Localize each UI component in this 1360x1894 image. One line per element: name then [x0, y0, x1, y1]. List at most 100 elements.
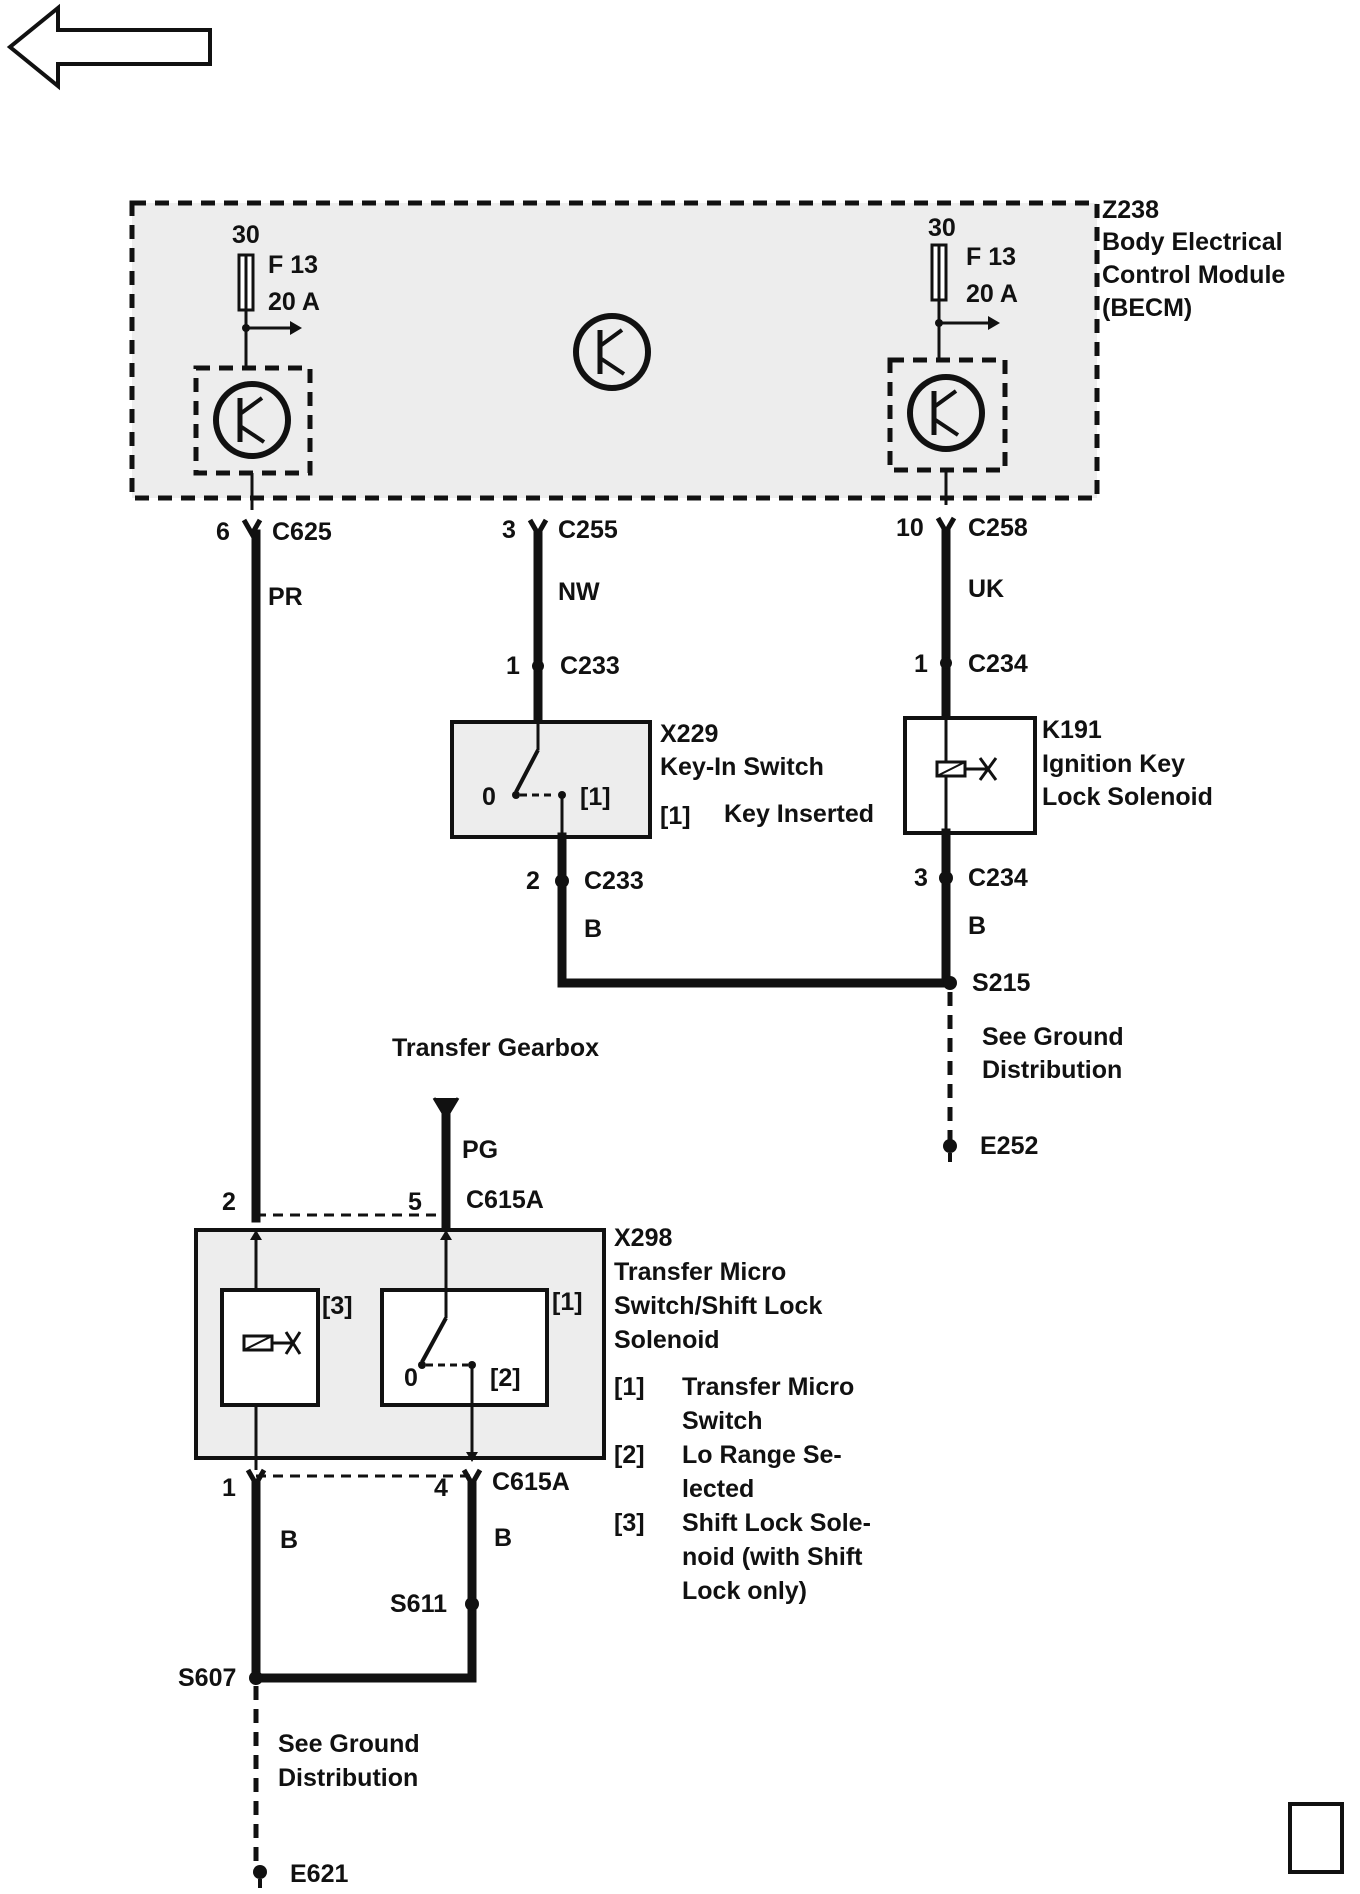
fuse-right-name: F 13: [966, 243, 1016, 271]
becm-name-line-3: (BECM): [1102, 294, 1192, 322]
legend-ref-2: [2]: [614, 1441, 645, 1469]
wire-b-pin4-label: B: [494, 1524, 512, 1552]
ground-note-left-line-1: See Ground: [278, 1730, 420, 1758]
fuse-left-terminal: 30: [232, 221, 260, 249]
ground-e621: See Ground Distribution E621: [253, 1686, 420, 1888]
transfer-id: X298: [614, 1224, 672, 1252]
transistor-icon-left: [213, 381, 291, 459]
ground-note-right-line-1: See Ground: [982, 1023, 1124, 1051]
c615a-bot-left-pin: 1: [222, 1474, 236, 1502]
legend-ref-3: [3]: [614, 1509, 645, 1537]
fuse-left-name: F 13: [268, 251, 318, 279]
transistor-icon-center: [573, 313, 651, 391]
c234-bot-pin: 3: [914, 864, 928, 892]
left-arrow-icon[interactable]: [6, 3, 212, 91]
c234-top-name: C234: [968, 650, 1028, 678]
shift-lock-solenoid-icon: [242, 1331, 302, 1355]
transfer-ref3: [3]: [322, 1292, 353, 1320]
transfer-ref1: [1]: [552, 1288, 583, 1316]
ground-note-left-line-2: Distribution: [278, 1764, 418, 1792]
legend-text-1-line-1: Transfer Micro: [682, 1373, 854, 1401]
fuse-left: 30 F 13 20 A: [232, 221, 320, 368]
solenoid-name-line-1: Ignition Key: [1042, 750, 1185, 778]
page-box-icon[interactable]: [1288, 1802, 1344, 1874]
key-in-id: X229: [660, 720, 718, 748]
fuse-right-rating: 20 A: [966, 280, 1018, 308]
c625-pin: 6: [216, 518, 230, 546]
c233-top-name: C233: [560, 652, 620, 680]
c255-name: C255: [558, 516, 618, 544]
c234-bot-name: C234: [968, 864, 1028, 892]
wire-b-s607: B B S611 S607: [178, 1479, 512, 1692]
c615a-bot-name: C615A: [492, 1468, 570, 1496]
transfer-legend: [1] Transfer Micro Switch [2] Lo Range S…: [614, 1373, 871, 1605]
c258-pin: 10: [896, 514, 924, 542]
fuse-right: 30 F 13 20 A: [928, 214, 1018, 360]
transfer-pos0: 0: [404, 1364, 418, 1392]
connector-c258: 10 C258: [896, 514, 1028, 542]
legend-text-3-line-3: Lock only): [682, 1577, 807, 1605]
ground-icon-e621: [253, 1865, 267, 1888]
becm-module: Z238 Body Electrical Control Module (BEC…: [129, 196, 1285, 510]
wire-pg: PG: [432, 1097, 498, 1230]
transfer-pos2: [2]: [490, 1364, 521, 1392]
wire-b-pin1-label: B: [280, 1526, 298, 1554]
solenoid-icon: [935, 757, 998, 781]
ground-e252: See Ground Distribution E252: [943, 992, 1124, 1162]
c615a-top-left-pin: 2: [222, 1188, 236, 1216]
c233-bot-pin: 2: [526, 867, 540, 895]
transfer-heading: Transfer Gearbox: [392, 1034, 599, 1062]
wire-uk: UK 1 C234: [914, 527, 1028, 723]
transistor-icon-right: [907, 374, 985, 452]
wire-pr: PR: [251, 529, 303, 1223]
ground-note-right-line-2: Distribution: [982, 1056, 1122, 1084]
becm-name-line-2: Control Module: [1102, 261, 1285, 289]
wire-b-s215: 2 C233 B 3 C234 B S215: [526, 828, 1030, 997]
legend-text-3-line-1: Shift Lock Sole-: [682, 1509, 871, 1537]
key-in-legend-text: Key Inserted: [724, 800, 874, 828]
splice-s611: S611: [390, 1590, 447, 1618]
splice-s607: S607: [178, 1664, 236, 1692]
ground-icon-e252: [943, 1139, 957, 1162]
solenoid-name-line-2: Lock Solenoid: [1042, 783, 1213, 811]
c233-bot-name: C233: [584, 867, 644, 895]
wire-nw: NW 1 C233: [506, 529, 620, 727]
connector-c255: 3 C255: [502, 516, 618, 544]
c615a-top-name: C615A: [466, 1186, 544, 1214]
ground-e252: E252: [980, 1132, 1038, 1160]
wire-pr-label: PR: [268, 583, 303, 611]
key-in-pos0: 0: [482, 783, 496, 811]
connector-c615a-bottom: 1 4 C615A: [222, 1468, 570, 1502]
transfer-micro-switch-module: [3] 0 [2] [1] X298 Transfer Micro Switch…: [194, 1224, 822, 1470]
ignition-key-lock-solenoid: K191 Ignition Key Lock Solenoid: [903, 716, 1213, 835]
wire-pg-label: PG: [462, 1136, 498, 1164]
legend-text-3-line-2: noid (with Shift: [682, 1543, 863, 1571]
c615a-bot-pin: 4: [434, 1474, 448, 1502]
splice-s215: S215: [972, 969, 1030, 997]
key-in-name: Key-In Switch: [660, 753, 824, 781]
becm-name-line-1: Body Electrical: [1102, 228, 1283, 256]
wire-b-c233-label: B: [584, 915, 602, 943]
wire-uk-label: UK: [968, 575, 1004, 603]
solenoid-id: K191: [1042, 716, 1102, 744]
connector-c625: 6 C625: [216, 518, 332, 546]
transfer-name-line-2: Switch/Shift Lock: [614, 1292, 822, 1320]
connector-c615a-top: 2 5 C615A: [222, 1186, 544, 1217]
ground-e621: E621: [290, 1860, 348, 1888]
c258-name: C258: [968, 514, 1028, 542]
fuse-left-rating: 20 A: [268, 288, 320, 316]
fuse-right-terminal: 30: [928, 214, 956, 242]
wire-nw-label: NW: [558, 578, 600, 606]
c625-name: C625: [272, 518, 332, 546]
legend-text-2-line-2: lected: [682, 1475, 754, 1503]
c615a-top-pin: 5: [408, 1188, 422, 1216]
becm-id: Z238: [1102, 196, 1159, 224]
legend-text-2-line-1: Lo Range Se-: [682, 1441, 842, 1469]
transfer-name-line-3: Solenoid: [614, 1326, 720, 1354]
transfer-name-line-1: Transfer Micro: [614, 1258, 786, 1286]
key-in-legend-ref: [1]: [660, 802, 691, 830]
c255-pin: 3: [502, 516, 516, 544]
legend-ref-1: [1]: [614, 1373, 645, 1401]
key-in-switch: 0 [1] X229 Key-In Switch [1] Key Inserte…: [450, 720, 874, 839]
